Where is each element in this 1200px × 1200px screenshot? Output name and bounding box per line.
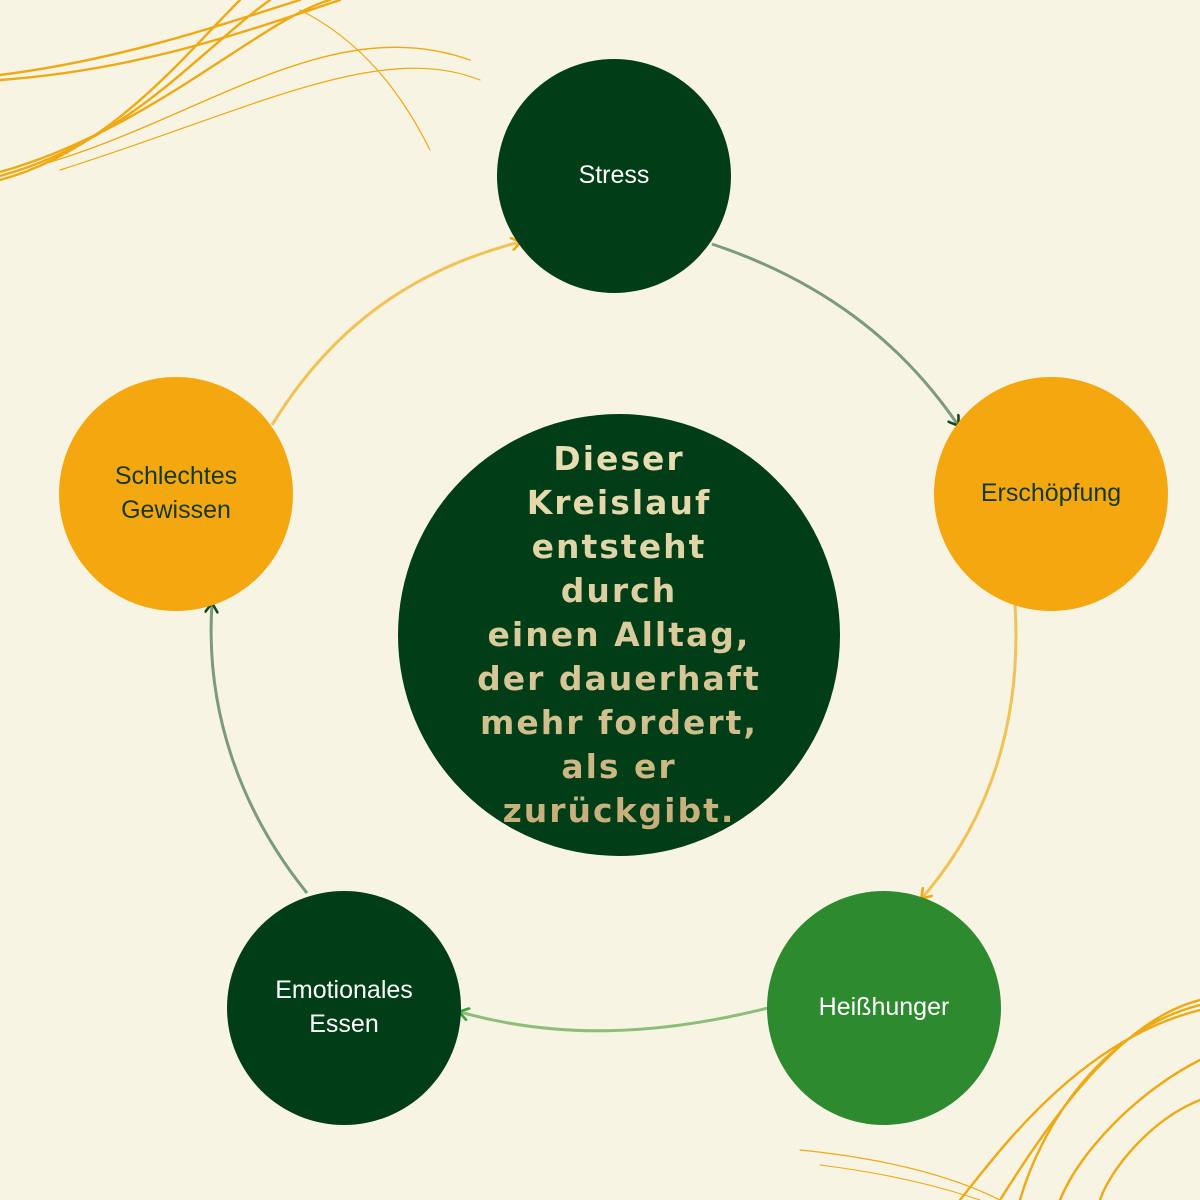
- arrow-stress-to-erschoepfung: [711, 242, 958, 425]
- center-circle: Dieser Kreislauf entsteht durch einen Al…: [398, 414, 840, 856]
- arrow-erschoepfung-to-heisshunger: [922, 604, 1018, 898]
- node-emotionales-essen: Emotionales Essen: [227, 891, 461, 1125]
- arrow-emotionales-essen-to-schlechtes-gewissen: [211, 604, 309, 894]
- node-schlechtes-gewissen-label: Schlechtes Gewissen: [114, 462, 238, 524]
- center-text: Dieser Kreislauf entsteht durch einen Al…: [469, 437, 769, 833]
- node-erschoepfung: Erschöpfung: [934, 377, 1168, 611]
- arrow-schlechtes-gewissen-to-stress: [270, 242, 520, 426]
- node-erschoepfung-label: Erschöpfung: [980, 479, 1122, 508]
- node-stress: Stress: [497, 59, 731, 293]
- node-stress-label: Stress: [578, 161, 650, 190]
- node-emotionales-essen-label: Emotionales Essen: [275, 976, 413, 1038]
- node-heisshunger: Heißhunger: [767, 891, 1001, 1125]
- node-schlechtes-gewissen: Schlechtes Gewissen: [59, 377, 293, 611]
- swoosh-top-left: [0, 0, 481, 182]
- arrow-heisshunger-to-emotionales-essen: [460, 1006, 769, 1033]
- node-heisshunger-label: Heißhunger: [818, 993, 950, 1022]
- swoosh-bottom-right: [799, 998, 1200, 1200]
